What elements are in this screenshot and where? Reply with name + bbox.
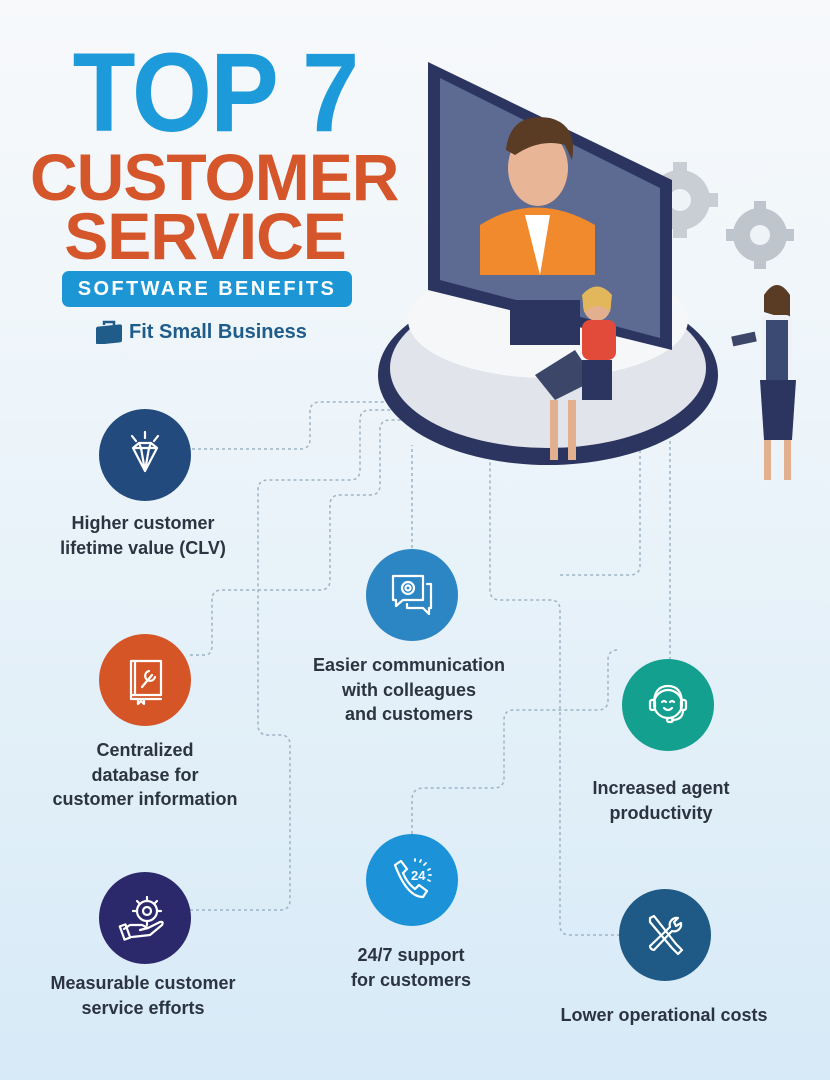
title-service: SERVICE: [64, 199, 347, 273]
manual-wrench-icon: [99, 634, 191, 726]
label-line: Increased agent: [592, 778, 730, 798]
connector-database: [190, 419, 430, 656]
title-top-7: TOP 7: [72, 30, 360, 155]
connector-support: [411, 649, 619, 834]
tools-icon: [619, 889, 711, 981]
label-line: Centralized: [96, 740, 194, 760]
benefit-label-clv: Higher customer lifetime value (CLV): [60, 511, 226, 560]
benefit-label-database: Centralized database for customer inform…: [52, 738, 237, 812]
briefcase-icon: [96, 320, 122, 344]
chat-gear-icon: [366, 549, 458, 641]
benefit-label-costs: Lower operational costs: [560, 1003, 767, 1028]
benefit-label-communication: Easier communication with colleagues and…: [313, 653, 505, 727]
gear-icon: [726, 201, 794, 269]
label-line: customer information: [52, 789, 238, 809]
agent-headset-icon: [622, 659, 714, 751]
hand-gear-icon: [99, 872, 191, 964]
phone-24-badge: 24: [411, 868, 426, 883]
label-line: with colleagues: [341, 679, 477, 700]
label-line: Higher customer: [71, 513, 215, 533]
connector-costs: [489, 460, 620, 936]
woman-sitting: [535, 286, 616, 460]
label-line: productivity: [609, 802, 713, 823]
hero-illustration: [378, 62, 796, 480]
benefit-label-support: 24/7 support for customers: [351, 943, 471, 992]
connector-clv: [192, 401, 420, 450]
label-line: 24/7 support: [357, 945, 465, 965]
connector-agent-2: [560, 450, 641, 576]
title-customer: CUSTOMER: [30, 140, 399, 214]
brand-logo: Fit Small Business: [95, 320, 307, 344]
label-line: and customers: [344, 704, 474, 724]
label-line: service efforts: [81, 997, 205, 1018]
label-line: database for: [91, 764, 199, 785]
brand-name: Fit Small Business: [129, 320, 307, 343]
label-line: Measurable customer: [50, 973, 236, 993]
subtitle-badge: SOFTWARE BENEFITS: [62, 271, 352, 307]
connector-measurable: [190, 409, 420, 911]
label-line: Easier communication: [312, 655, 506, 675]
benefit-label-productivity: Increased agent productivity: [592, 776, 729, 825]
label-line: Lower operational costs: [560, 1005, 768, 1025]
label-line: for customers: [350, 969, 472, 990]
label-line: lifetime value (CLV): [60, 537, 226, 558]
benefit-label-measurable: Measurable customer service efforts: [50, 971, 235, 1020]
phone-24-icon: 24: [366, 834, 458, 926]
diamond-icon: [99, 409, 191, 501]
woman-standing: [731, 285, 796, 480]
